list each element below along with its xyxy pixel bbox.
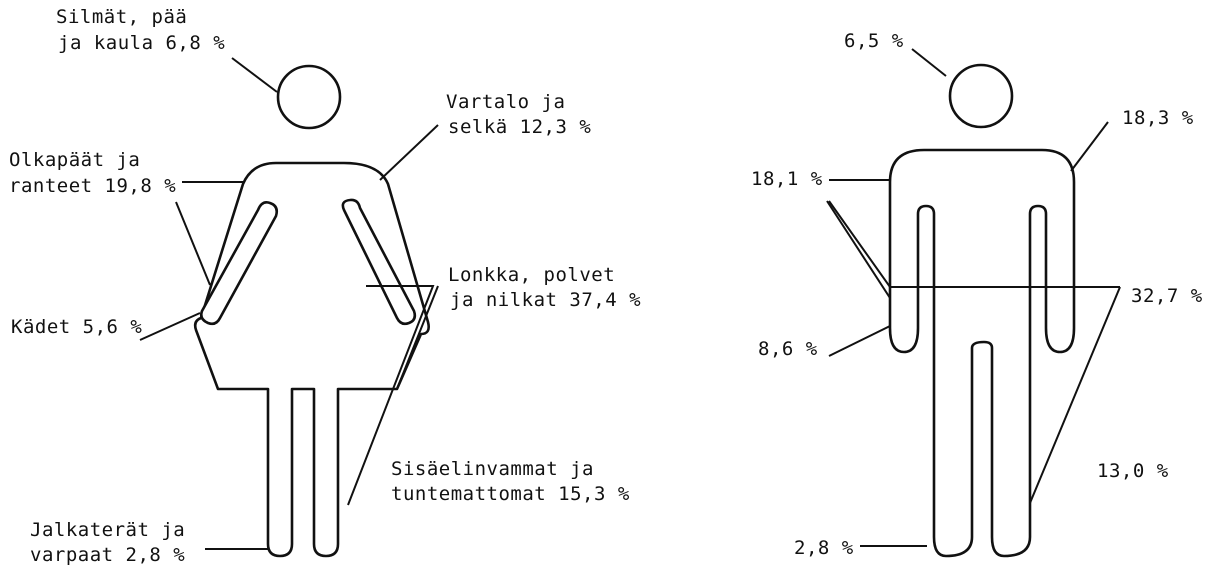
male-leader-lines bbox=[826, 48, 1121, 547]
male-label-internal-unknown: 13,0 % bbox=[1097, 460, 1169, 482]
female-label-feet-toes: Jalkaterät ja varpaat 2,8 % bbox=[30, 519, 197, 566]
female-right-arm bbox=[341, 198, 417, 326]
female-label-hands: Kädet 5,6 % bbox=[11, 316, 142, 338]
male-figure bbox=[888, 63, 1076, 558]
female-labels: Silmät, pää ja kaula 6,8 % Vartalo ja se… bbox=[9, 6, 641, 566]
male-label-feet-toes: 2,8 % bbox=[794, 537, 854, 559]
female-label-shoulders-wrists: Olkapäät ja ranteet 19,8 % bbox=[9, 149, 176, 197]
male-label-hands: 8,6 % bbox=[758, 338, 818, 360]
female-label-internal-unknown: Sisäelinvammat ja tuntemattomat 15,3 % bbox=[391, 458, 630, 505]
female-label-hip-knees-ankles: Lonkka, polvet ja nilkat 37,4 % bbox=[448, 264, 641, 311]
male-label-shoulders-wrists: 18,1 % bbox=[751, 168, 823, 190]
male-label-eyes-head-neck: 6,5 % bbox=[844, 30, 904, 52]
male-head bbox=[948, 63, 1014, 129]
female-leader-lines bbox=[139, 57, 439, 550]
male-label-hip-knees-ankles: 32,7 % bbox=[1131, 285, 1203, 307]
female-figure bbox=[193, 64, 430, 558]
female-label-torso-back: Vartalo ja selkä 12,3 % bbox=[446, 91, 591, 138]
female-head bbox=[276, 64, 342, 130]
male-label-torso-back: 18,3 % bbox=[1122, 107, 1194, 129]
male-labels: 6,5 % 18,3 % 18,1 % 32,7 % 8,6 % 13,0 % … bbox=[751, 30, 1203, 559]
female-left-arm bbox=[199, 201, 279, 326]
male-body bbox=[888, 148, 1076, 558]
female-label-eyes-head-neck: Silmät, pää ja kaula 6,8 % bbox=[56, 6, 225, 54]
